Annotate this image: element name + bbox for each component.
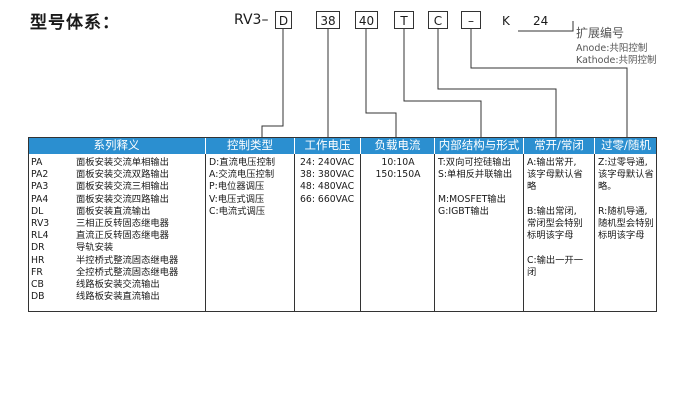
connector-contact [437,29,557,137]
structure-item: G:IGBT输出 [438,205,489,217]
structure-item [438,181,512,193]
voltage-item: 24: 240VAC [300,157,355,168]
contact-line: B:输出常闭, [527,205,577,217]
contact-gap [527,194,583,206]
structure-item: T:双向可控硅输出 [438,157,511,168]
series-code: RL4 [31,230,49,242]
voltage-item: 66: 660VAC [300,193,355,205]
header-voltage: 工作电压 [295,137,361,154]
contact-line: 该字母默认省 [527,169,583,181]
zero-list: Z:过零导通, 该字母默认省 略。 R:随机导通, 随机型会特别 标明该字母 [598,157,654,242]
series-desc: 面板安装交流四路输出 [76,193,169,205]
extension-anode: Anode:共阳控制 [576,43,648,54]
control-item: A:交流电压控制 [209,169,275,181]
series-code: DR [31,242,45,254]
series-desc: 线路板安装直流输出 [76,291,160,303]
column-current [361,154,435,312]
header-current: 负载电流 [361,137,435,154]
extension-kathode: Kathode:共阴控制 [576,55,657,66]
code-box-current: 40 [355,11,378,29]
series-codes: PA PA2 PA3 PA4 DL RV3 RL4 DR HR FR CB DB [31,157,49,303]
header-structure: 内部结构与形式 [435,137,524,154]
structure-item: M:MOSFET输出 [438,193,506,205]
series-code: PA4 [31,193,49,205]
series-desc: 半控桥式整流固态继电器 [76,254,179,266]
series-desc: 导轨安装 [76,242,114,254]
series-code: PA [31,157,43,168]
connector-control [261,29,284,137]
series-code: CB [31,279,44,291]
connector-extension [518,21,574,32]
structure-item: S:单相反并联输出 [438,169,513,181]
contact-line: 闭 [527,266,537,278]
connector-zero [470,29,628,137]
header-zero: 过零/随机 [595,137,657,154]
control-item: D:直流电压控制 [209,157,276,168]
header-control: 控制类型 [206,137,295,154]
code-box-zero: – [461,11,481,29]
series-code: FR [31,266,43,278]
header-contact: 常开/常闭 [524,137,595,154]
voltage-item: 48: 480VAC [300,181,355,193]
voltage-list: 24: 240VAC 38: 380VAC 48: 480VAC 66: 660… [300,157,354,206]
series-code: RV3 [31,218,50,230]
series-descriptions: 面板安装交流单相输出 面板安装交流双路输出 面板安装交流三相输出 面板安装交流四… [76,157,178,303]
contact-line: 常闭型会特别 [527,218,583,229]
code-tail-number: 24 [533,14,549,28]
zero-gap [598,194,654,206]
page-title: 型号体系： [30,13,120,33]
column-structure [435,154,524,312]
zero-line: 略。 [598,181,617,193]
zero-line: Z:过零导通, [598,157,648,168]
code-box-contact: C [428,11,448,29]
current-item: 10:10A [381,157,415,168]
contact-line: C:输出一开一 [527,254,584,266]
zero-line: 标明该字母 [598,230,645,242]
control-item: C:电流式调压 [209,205,266,217]
zero-line: R:随机导通, [598,205,648,217]
series-desc: 全控桥式整流固态继电器 [76,266,179,278]
contact-gap [527,242,583,254]
code-tail: K [502,14,510,28]
contact-line: 标明该字母 [527,230,574,242]
series-desc: 面板安装交流双路输出 [76,169,169,181]
contact-line: A:输出常开, [527,157,577,168]
series-code: PA2 [31,169,49,181]
code-box-voltage: 38 [316,11,340,29]
column-control [206,154,295,312]
column-contact [524,154,595,312]
series-desc: 三相正反转固态继电器 [76,218,169,230]
series-desc: 线路板安装交流输出 [76,279,160,291]
connector-current [365,29,397,137]
header-series: 系列释义 [28,137,206,154]
column-series [28,154,206,312]
series-code: DL [31,205,44,217]
code-box-control: D [275,11,292,29]
series-desc: 面板安装交流三相输出 [76,181,169,193]
connector-structure [403,29,482,137]
column-voltage [295,154,361,312]
zero-line: 随机型会特别 [598,218,654,229]
code-prefix: RV3– [234,12,269,28]
control-item: V:电压式调压 [209,193,265,205]
voltage-item: 38: 380VAC [300,169,355,181]
control-item: P:电位器调压 [209,181,265,193]
control-list: D:直流电压控制 A:交流电压控制 P:电位器调压 V:电压式调压 C:电流式调… [209,157,275,218]
code-box-structure: T [394,11,414,29]
series-code: DB [31,291,45,303]
contact-list: A:输出常开, 该字母默认省 略 B:输出常闭, 常闭型会特别 标明该字母 C:… [527,157,583,279]
series-code: PA3 [31,181,49,193]
structure-list: T:双向可控硅输出 S:单相反并联输出 M:MOSFET输出 G:IGBT输出 [438,157,512,218]
series-code: HR [31,254,45,266]
extension-title: 扩展编号 [576,26,625,40]
series-desc: 面板安装交流单相输出 [76,157,169,168]
series-desc: 直流正反转固态继电器 [76,230,169,242]
current-list: 10:10A 150:150A [361,157,435,181]
series-desc: 面板安装直流输出 [76,205,151,217]
contact-line: 略 [527,181,537,193]
current-item: 150:150A [375,169,421,181]
zero-line: 该字母默认省 [598,169,654,181]
